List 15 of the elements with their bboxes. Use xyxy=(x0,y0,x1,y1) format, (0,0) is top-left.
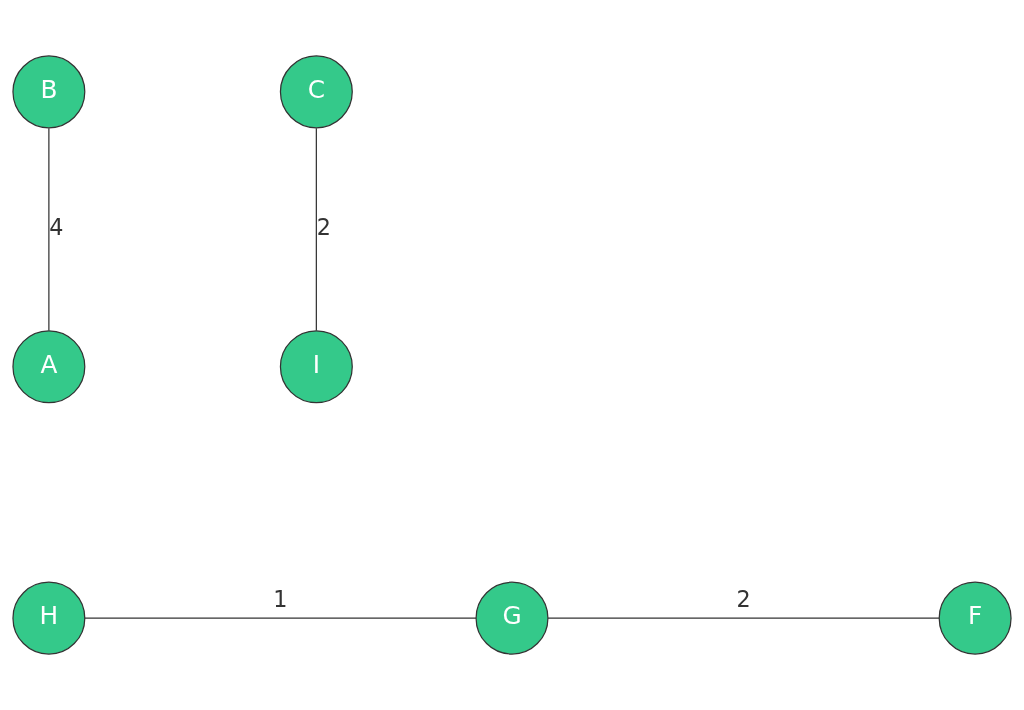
connector xyxy=(547,617,940,619)
node-circle: B xyxy=(12,55,86,129)
connector xyxy=(315,127,317,332)
edge-label: 2 xyxy=(316,213,331,240)
edge-label: 2 xyxy=(736,586,751,613)
node-circle: C xyxy=(279,55,353,129)
edge-label: 4 xyxy=(49,213,64,240)
node-circle: G xyxy=(475,581,549,655)
node-circle: F xyxy=(938,581,1012,655)
node-circle: I xyxy=(279,330,353,404)
edge-label: 1 xyxy=(273,586,288,613)
node-circle: H xyxy=(12,581,86,655)
connector xyxy=(84,617,477,619)
connector xyxy=(48,127,50,332)
node-circle: A xyxy=(12,330,86,404)
